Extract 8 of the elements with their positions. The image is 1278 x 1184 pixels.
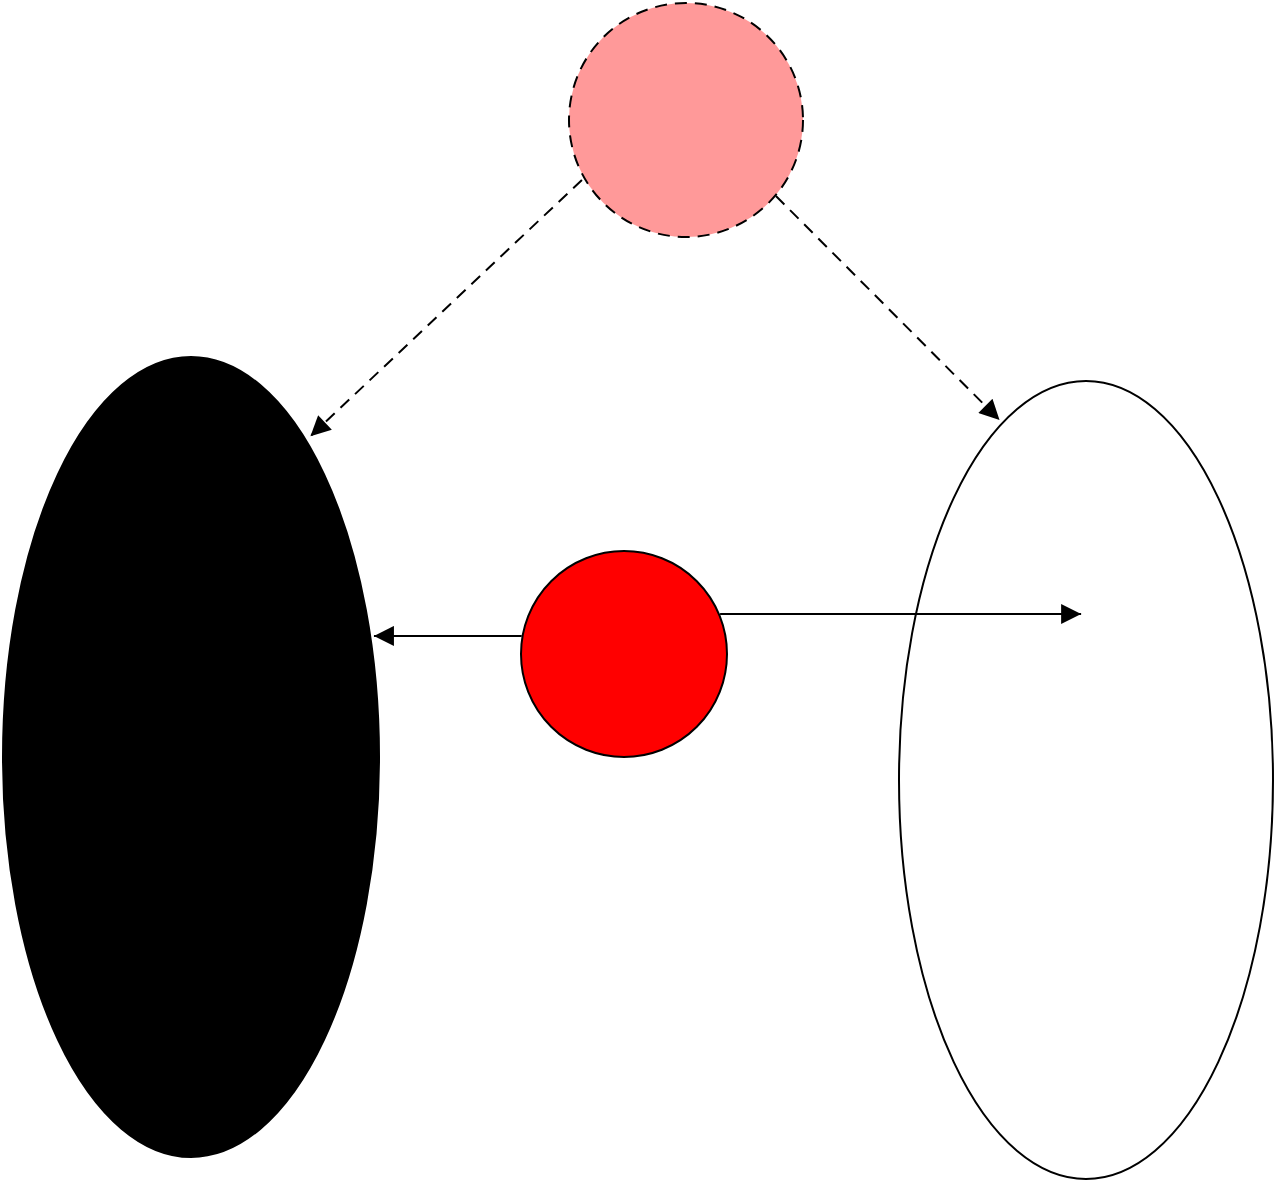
arrow	[719, 604, 1083, 624]
filled-ellipse	[2, 356, 380, 1158]
dashed-arrow	[309, 178, 583, 438]
dashed-arrow	[774, 195, 1001, 421]
filled-circle	[520, 550, 728, 758]
outline-ellipse	[898, 380, 1274, 1180]
dashed-circle	[568, 2, 804, 238]
arrow	[372, 625, 523, 646]
